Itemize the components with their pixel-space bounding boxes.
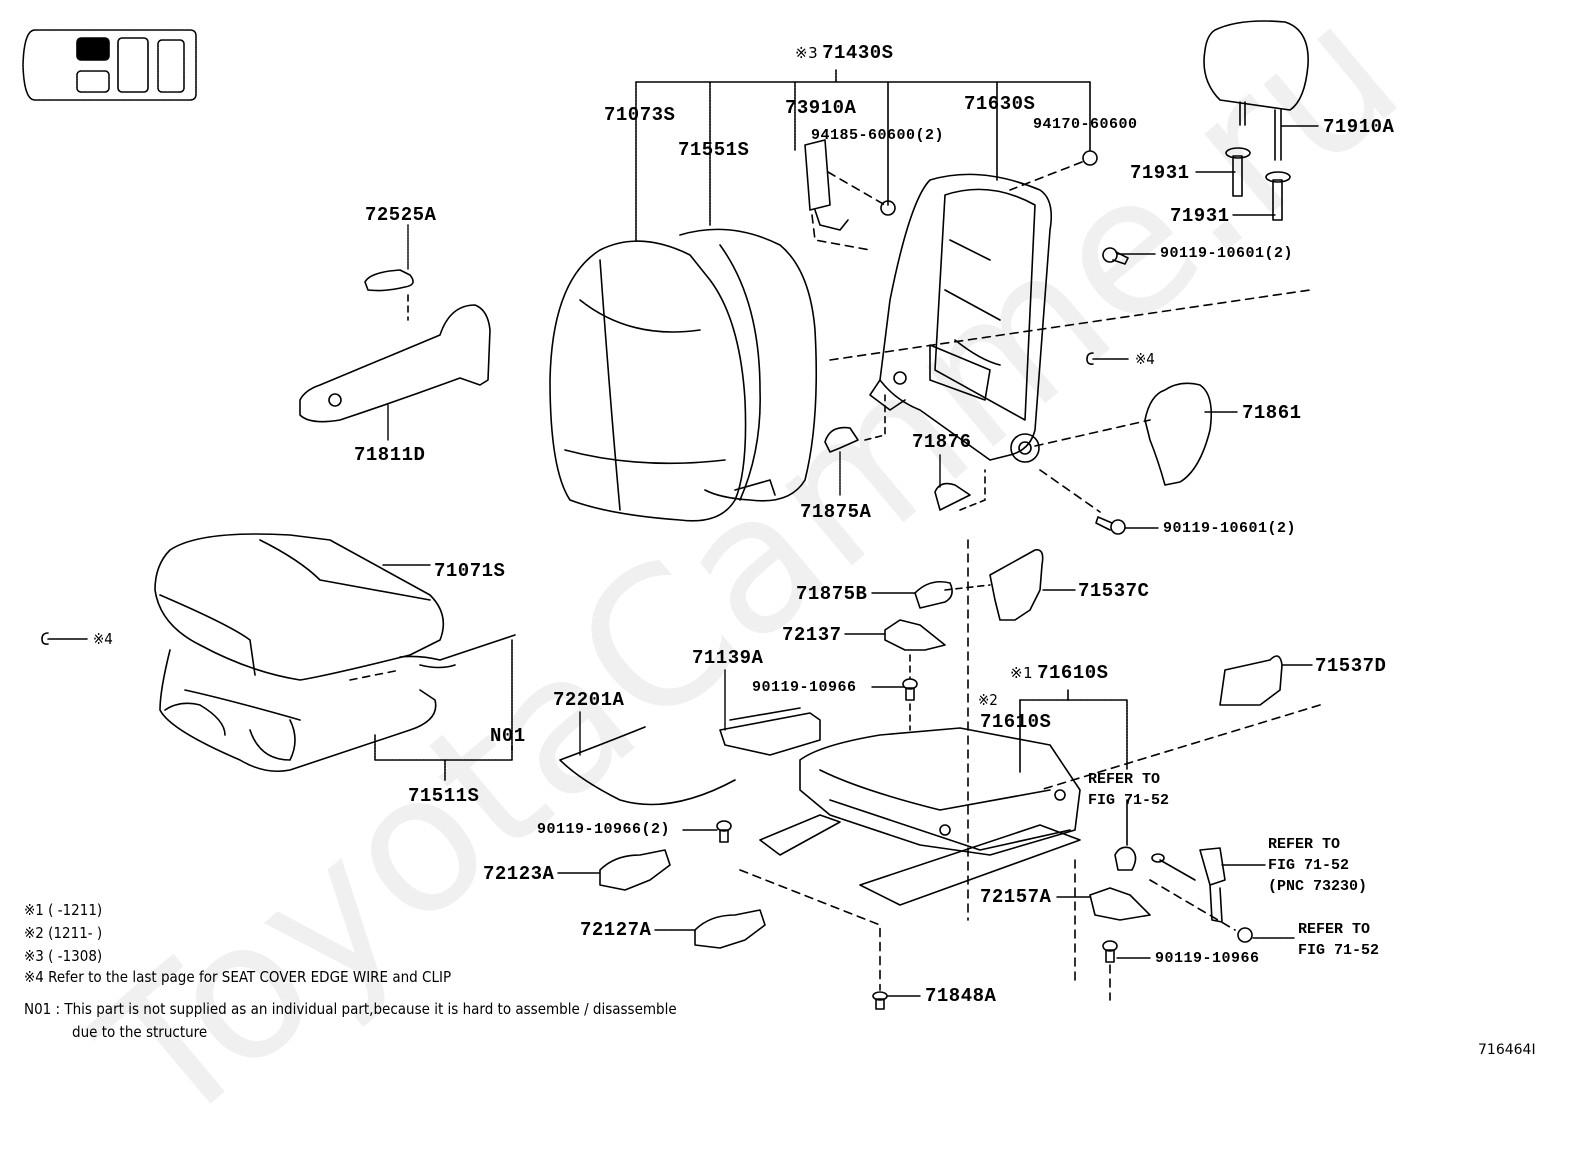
- refer-fig-71-52-nut[interactable]: REFER TO FIG 71-52: [1298, 921, 1380, 959]
- bolt-90119-10601-icon: [1103, 248, 1128, 264]
- bolt-90119-10966-icon: [903, 679, 917, 700]
- cover-71875A: [825, 428, 858, 452]
- edge-wire-clip-icon: [1087, 353, 1128, 364]
- cover-72157A: [1090, 888, 1150, 920]
- parts-diagram: [0, 0, 1592, 1099]
- note-4: ※4 Refer to the last page for SEAT COVER…: [24, 968, 452, 986]
- callout-note4-left[interactable]: ※4: [93, 630, 113, 648]
- note-2: ※2 (1211- ): [24, 924, 103, 942]
- callout-note4-top[interactable]: ※4: [1135, 350, 1155, 368]
- nut-94170-60600-icon: [1083, 151, 1097, 165]
- 71511S-bracket: [375, 735, 512, 760]
- callout-90119-10601-upper[interactable]: 90119-10601(2): [1160, 245, 1294, 262]
- note-n01-line2: due to the structure: [72, 1023, 208, 1041]
- cover-72137: [885, 620, 945, 650]
- seat-cushion-cover-71071S: [155, 534, 443, 680]
- callout-90119-10966-upper[interactable]: 90119-10966: [752, 679, 857, 696]
- cover-72123A: [600, 850, 670, 890]
- side-airbag-73910A: [805, 140, 885, 250]
- cover-72127A: [695, 910, 765, 948]
- nut-94185-60600-icon: [881, 201, 895, 215]
- callout-73910A[interactable]: 73910A: [785, 97, 857, 119]
- seat-cushion-pad-71511S: [160, 650, 436, 771]
- assembly-bracket-71430S: [636, 70, 1090, 240]
- callout-71848A[interactable]: 71848A: [925, 985, 997, 1007]
- headrest-guide-71931-icon: [1226, 148, 1290, 220]
- callout-71931-upper[interactable]: 71931: [1130, 162, 1190, 184]
- callout-71861[interactable]: 71861: [1242, 402, 1302, 424]
- callout-71875A[interactable]: 71875A: [800, 501, 872, 523]
- refer-fig-71-52-cap[interactable]: REFER TO FIG 71-52: [1088, 771, 1170, 809]
- seat-adjuster-71610S: [760, 728, 1080, 905]
- bolt-71848A-icon: [873, 992, 887, 1009]
- bolt-90119-10601-icon: [1096, 517, 1125, 534]
- track-cover-71139A: [720, 708, 820, 755]
- callout-71910A[interactable]: 71910A: [1323, 116, 1395, 138]
- callout-71931-lower[interactable]: 71931: [1170, 205, 1230, 227]
- callout-71551S[interactable]: 71551S: [678, 139, 750, 161]
- cap-icon: [1115, 847, 1136, 870]
- callout-90119-10601-lower[interactable]: 90119-10601(2): [1163, 520, 1297, 537]
- callout-71610S-2[interactable]: 71610S: [980, 711, 1052, 733]
- figure-code: 716464I: [1478, 1042, 1536, 1058]
- leader-lines: [383, 126, 1318, 996]
- callout-71876[interactable]: 71876: [912, 431, 972, 453]
- recliner-cover-72525A: [365, 270, 413, 320]
- vehicle-seat-locator-icon: [23, 30, 196, 100]
- wire-72201A: [560, 727, 735, 805]
- callout-72201A[interactable]: 72201A: [553, 689, 625, 711]
- callout-72157A[interactable]: 72157A: [980, 886, 1052, 908]
- callout-71511S[interactable]: 71511S: [408, 785, 480, 807]
- seat-cushion-wire: [350, 635, 515, 680]
- recliner-cover-71861: [1145, 383, 1211, 485]
- bolt-90119-10966-icon: [717, 821, 731, 842]
- callout-72137[interactable]: 72137: [782, 624, 842, 646]
- cover-71875B: [915, 582, 952, 608]
- headrest-71910A: [1204, 21, 1308, 160]
- callout-94170-60600[interactable]: 94170-60600: [1033, 116, 1138, 133]
- callout-72525A[interactable]: 72525A: [365, 204, 437, 226]
- callout-71630S[interactable]: 71630S: [964, 93, 1036, 115]
- callout-72123A[interactable]: 72123A: [483, 863, 555, 885]
- callout-71875B[interactable]: 71875B: [796, 583, 868, 605]
- callout-71073S[interactable]: 71073S: [604, 104, 676, 126]
- bolt-90119-10966-icon: [1103, 941, 1117, 962]
- cover-71876: [935, 484, 970, 510]
- note-3: ※3 ( -1308): [24, 947, 103, 965]
- callout-N01[interactable]: N01: [490, 725, 526, 747]
- callout-90119-10966-lower[interactable]: 90119-10966: [1155, 950, 1260, 967]
- callout-72127A[interactable]: 72127A: [580, 919, 652, 941]
- seat-belt-buckle-icon: [1152, 848, 1225, 922]
- nut-icon: [1238, 928, 1252, 942]
- recliner-shield-71811D: [300, 305, 490, 422]
- note-1: ※1 ( -1211): [24, 901, 103, 919]
- callout-71537D[interactable]: 71537D: [1315, 655, 1387, 677]
- guide-line: [740, 870, 880, 990]
- seatback-frame-71630S: [870, 174, 1051, 462]
- callout-71139A[interactable]: 71139A: [692, 647, 764, 669]
- seatback-cover-71073S: [550, 241, 746, 521]
- cover-71537D: [1220, 656, 1282, 705]
- callout-90119-10966-2[interactable]: 90119-10966(2): [537, 821, 671, 838]
- callout-71071S[interactable]: 71071S: [434, 560, 506, 582]
- callout-71537C[interactable]: 71537C: [1078, 580, 1150, 602]
- refer-fig-71-52-buckle[interactable]: REFER TO FIG 71-52 (PNC 73230): [1268, 836, 1368, 895]
- callout-71811D[interactable]: 71811D: [354, 444, 426, 466]
- note-n01-line1: N01 : This part is not supplied as an in…: [24, 1000, 677, 1018]
- 71610S-bracket: [1020, 700, 1127, 770]
- cover-71537C: [990, 550, 1043, 620]
- edge-wire-clip-icon: [42, 633, 87, 644]
- callout-94185-60600[interactable]: 94185-60600(2): [811, 127, 945, 144]
- callout-71610S-2-marker: ※2: [978, 691, 998, 709]
- seatback-pad-71551S: [680, 229, 816, 500]
